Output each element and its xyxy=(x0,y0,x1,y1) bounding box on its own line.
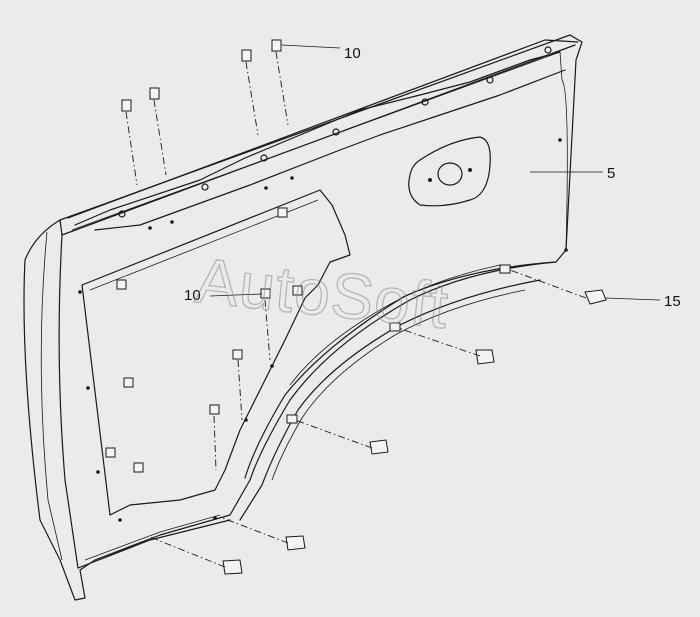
center-hole xyxy=(437,162,463,186)
bottom-clip xyxy=(222,559,243,575)
right-clip xyxy=(584,289,607,305)
clip xyxy=(123,377,134,388)
watermark: AutoSoft xyxy=(193,244,453,342)
callout-10-left: 10 xyxy=(184,287,201,304)
fender-panel xyxy=(23,34,583,601)
top-clip xyxy=(271,39,282,52)
top-clip xyxy=(241,49,252,62)
arch-clip xyxy=(369,439,389,455)
panel-clips xyxy=(105,207,511,473)
loose-clips xyxy=(121,39,607,575)
panel-left-flange xyxy=(58,219,79,569)
assembly-lines xyxy=(125,51,587,568)
clip xyxy=(209,404,220,415)
callout-10-top: 10 xyxy=(344,45,361,62)
wheel-arch-flange xyxy=(244,261,557,479)
bottom-clip xyxy=(285,535,306,551)
clip xyxy=(292,285,303,296)
clip xyxy=(286,414,298,424)
clip xyxy=(277,207,288,218)
callout-15: 15 xyxy=(664,293,681,310)
top-clip xyxy=(121,99,132,112)
clip xyxy=(232,349,243,360)
callout-leaders xyxy=(209,44,661,301)
clip xyxy=(116,279,127,290)
callout-5: 5 xyxy=(607,165,615,182)
arch-clip xyxy=(475,349,495,365)
clip xyxy=(105,447,116,458)
panel-outline xyxy=(23,34,583,601)
top-reinforcement xyxy=(74,51,561,226)
clip xyxy=(389,322,401,332)
clip xyxy=(133,462,144,473)
clip xyxy=(260,288,271,299)
oval-recess xyxy=(408,136,491,207)
top-clip xyxy=(149,87,160,100)
inner-cutout xyxy=(81,189,351,516)
clip xyxy=(499,264,511,274)
